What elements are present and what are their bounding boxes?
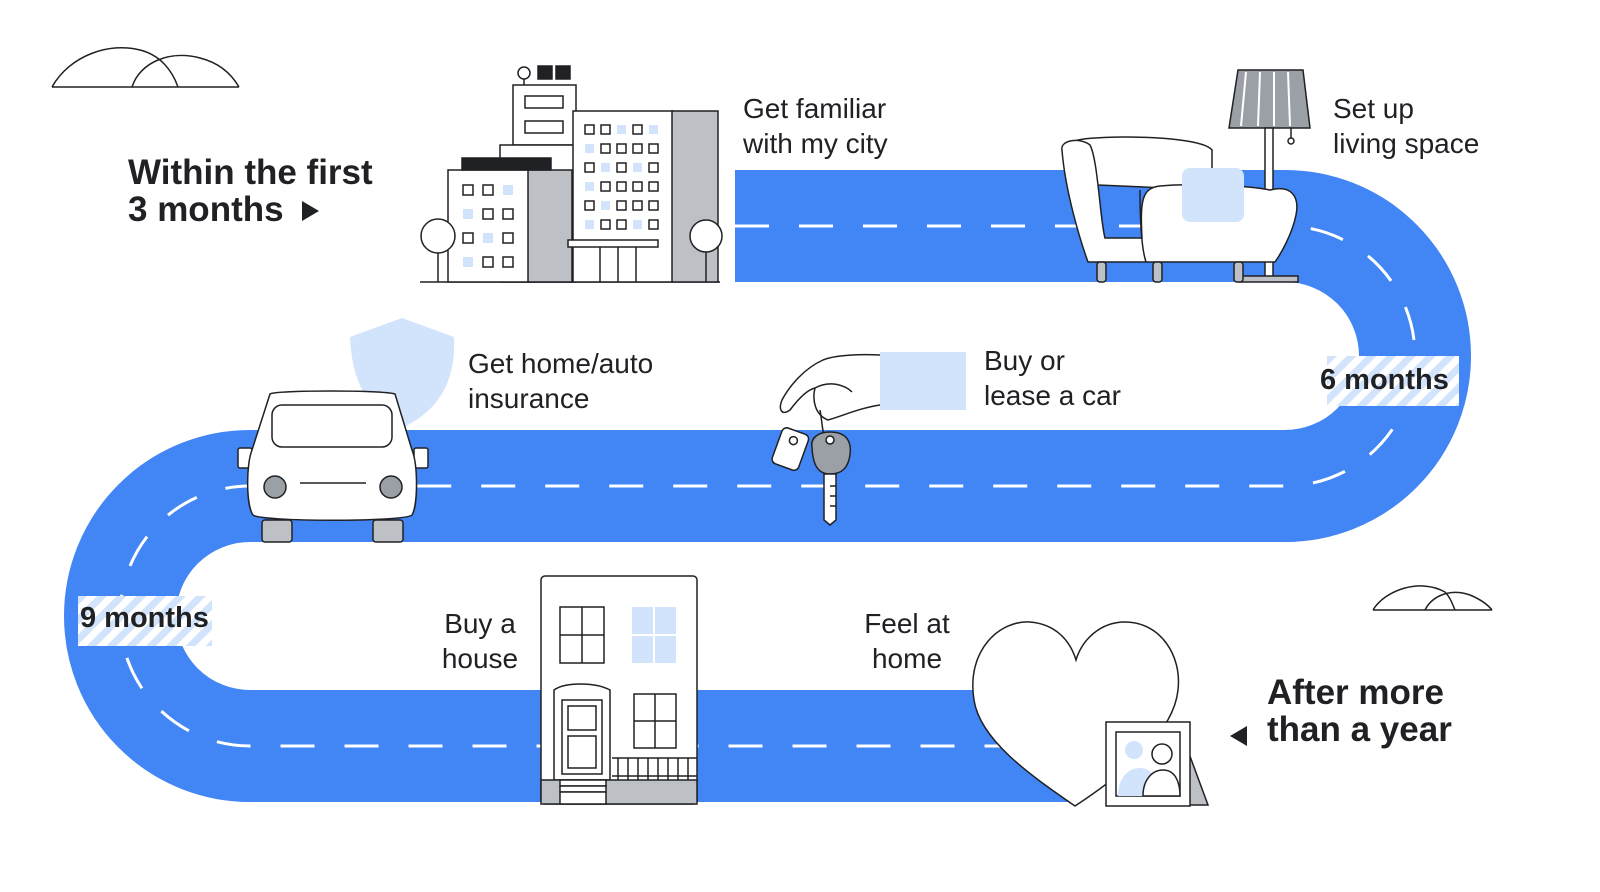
armchair-lamp-icon [1061, 69, 1311, 283]
milestone-car-line1: Buy or [984, 345, 1065, 376]
milestone-living-space-line2: living space [1333, 128, 1480, 159]
milestone-city-line1: Get familiar [743, 93, 887, 124]
start-heading-line1: Within the first [128, 153, 373, 192]
nine-months-marker: 9 months [80, 602, 209, 634]
milestone-living-space-label: Set up living space [1333, 91, 1479, 161]
nine-months-strip [78, 596, 212, 646]
end-heading: After more than a year [1267, 674, 1452, 748]
milestone-home-line1: Feel at [864, 608, 950, 639]
heart-photo-icon [972, 621, 1210, 807]
end-heading-line1: After more [1267, 673, 1444, 712]
milestone-insurance-line1: Get home/auto [468, 348, 654, 379]
milestone-car-line2: lease a car [984, 380, 1121, 411]
milestone-living-space-line1: Set up [1333, 93, 1414, 124]
car-shield-icon [237, 318, 455, 543]
milestone-insurance-label: Get home/auto insurance [468, 346, 653, 416]
hills-icon-small [1372, 585, 1493, 611]
end-heading-line2: than a year [1267, 710, 1452, 749]
city-buildings-icon [420, 65, 723, 283]
six-months-strip [1327, 356, 1459, 406]
six-months-marker: 6 months [1320, 364, 1449, 396]
house-icon [540, 575, 698, 805]
hand-car-keys-icon [771, 352, 966, 526]
start-heading-line2: 3 months [128, 190, 284, 229]
milestone-insurance-line2: insurance [468, 383, 590, 414]
milestone-home-line2: home [871, 643, 943, 674]
back-arrow-icon [1230, 726, 1247, 746]
road-center-dashes [118, 224, 1417, 748]
milestone-home-label: Feel at home [852, 606, 962, 676]
milestone-city-line2: with my city [743, 128, 888, 159]
milestone-house-line1: Buy a [444, 608, 516, 639]
milestone-house-line2: house [441, 643, 519, 674]
start-heading: Within the first 3 months [128, 154, 373, 228]
milestone-house-label: Buy a house [430, 606, 530, 676]
hills-icon [51, 46, 240, 88]
play-arrow-icon [302, 201, 319, 221]
milestone-car-label: Buy or lease a car [984, 343, 1121, 413]
milestone-city-label: Get familiar with my city [743, 91, 888, 161]
